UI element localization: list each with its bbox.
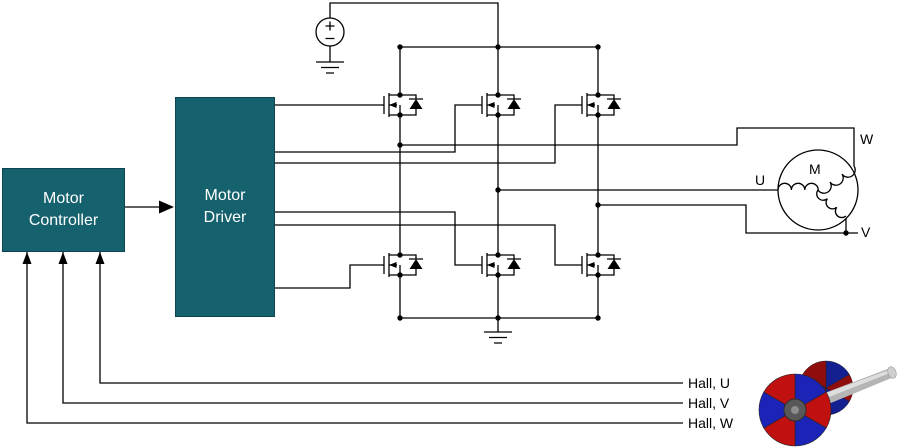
hall-feedback-wires — [22, 252, 683, 424]
supply-positive-wire — [329, 2, 499, 47]
gate-wire-ls1 — [275, 264, 370, 289]
motor-controller-label-line2: Controller — [28, 212, 99, 229]
hall-u-arrow-icon — [95, 252, 105, 264]
motor-driver-label-line2: Driver — [203, 209, 247, 226]
rotor-illustration — [758, 360, 897, 447]
inverter-leg-3 — [567, 47, 622, 318]
controller-to-driver-arrow — [125, 200, 174, 214]
mosfet-high-side-2-icon — [467, 74, 522, 136]
gate-wire-hs2 — [275, 104, 468, 153]
inverter-leg-2 — [467, 47, 522, 318]
dc-voltage-source — [315, 2, 499, 74]
mosfet-high-side-1-icon — [369, 74, 424, 136]
motor-controller-block: Motor Controller — [2, 168, 125, 252]
winding-u-icon — [777, 182, 819, 191]
winding-w-icon — [817, 165, 856, 194]
source-polarity-marks — [325, 21, 335, 40]
supply-ground-icon — [315, 61, 345, 74]
rotor-front-magnets — [758, 373, 832, 447]
motor-driver-block: Motor Driver — [175, 97, 275, 317]
motor-driver-label-line1: Motor — [204, 187, 246, 205]
hall-w-label: Hall, W — [688, 415, 734, 431]
phase-u-label: U — [755, 172, 766, 188]
mosfet-low-side-2-icon — [467, 234, 522, 296]
motor-symbol — [777, 149, 859, 231]
hall-u-label: Hall, U — [688, 375, 731, 391]
motor-label: M — [809, 161, 821, 177]
hall-v-wire — [62, 252, 683, 404]
gate-wire-ls3 — [275, 224, 568, 266]
dc-bus — [400, 46, 598, 344]
phase-wires — [400, 127, 858, 234]
phase-v-label: V — [861, 224, 871, 240]
hall-w-arrow-icon — [22, 252, 32, 264]
mosfet-low-side-1-icon — [369, 234, 424, 296]
phase-w-label: W — [860, 131, 874, 147]
winding-v-icon — [816, 189, 847, 219]
phase-wire-w — [400, 127, 855, 166]
gate-wire-hs3 — [275, 104, 568, 164]
hall-u-wire — [99, 252, 683, 384]
motor-controller-label-line1: Motor — [43, 190, 84, 208]
mosfet-high-side-3-icon — [567, 74, 622, 136]
hall-v-label: Hall, V — [688, 395, 730, 411]
arrow-head-icon — [159, 200, 174, 214]
mosfet-low-side-3-icon — [567, 234, 622, 296]
rotor-shaft — [822, 366, 897, 405]
junction-dots — [397, 44, 849, 321]
inverter-leg-1 — [369, 47, 424, 318]
hall-w-wire — [26, 252, 683, 424]
gate-wire-ls2 — [275, 211, 468, 266]
gate-drive-wires — [275, 104, 568, 289]
hall-v-arrow-icon — [58, 252, 68, 264]
bus-ground-icon — [483, 331, 513, 344]
